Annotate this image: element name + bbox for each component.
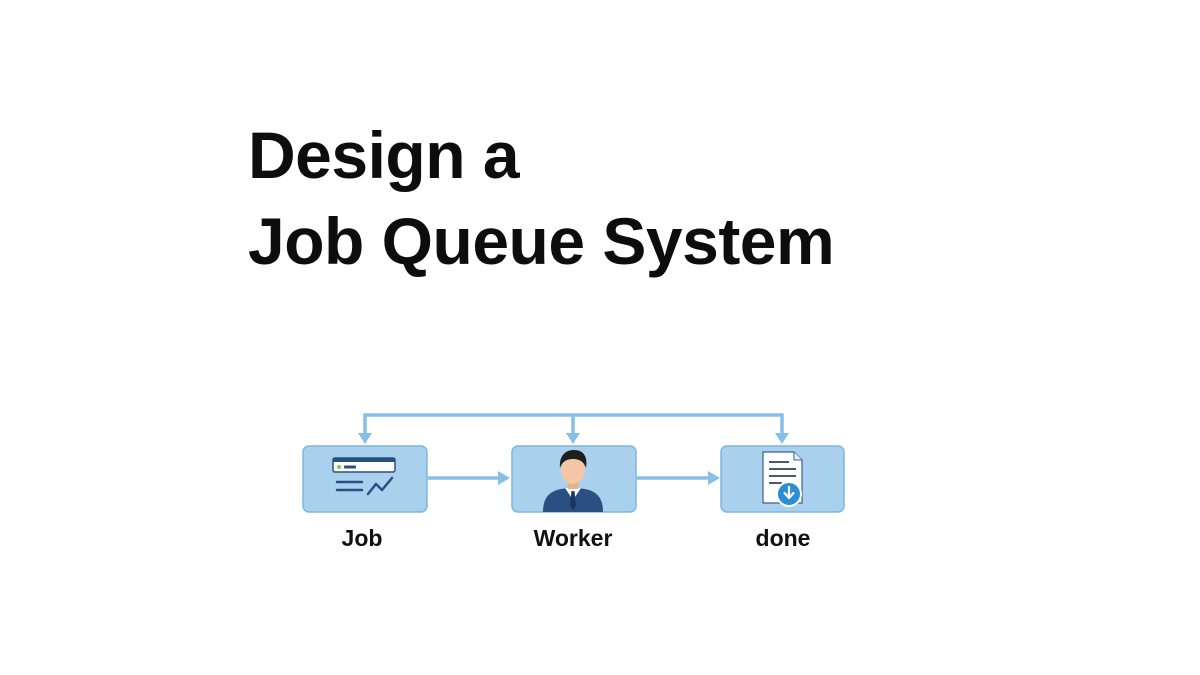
arrow-into-job [358, 433, 372, 444]
top-connector [358, 413, 789, 444]
arrow-job-to-worker-head [498, 471, 510, 485]
node-job-box [302, 445, 428, 513]
page-title: Design a Job Queue System [248, 112, 835, 284]
node-done-label: done [756, 525, 811, 551]
node-worker: Worker [511, 445, 637, 551]
node-worker-label: Worker [534, 525, 613, 551]
arrow-into-worker [566, 433, 580, 444]
document-download-icon [762, 451, 803, 507]
arrow-into-done [775, 433, 789, 444]
node-job-label: Job [342, 525, 383, 551]
node-done: done [720, 445, 845, 551]
title-line-1: Design a [248, 118, 520, 192]
node-job: Job [302, 445, 428, 551]
title-line-2: Job Queue System [248, 204, 835, 278]
job-card-icon [332, 457, 396, 496]
arrow-worker-to-done-head [708, 471, 720, 485]
worker-person-icon [543, 450, 603, 512]
